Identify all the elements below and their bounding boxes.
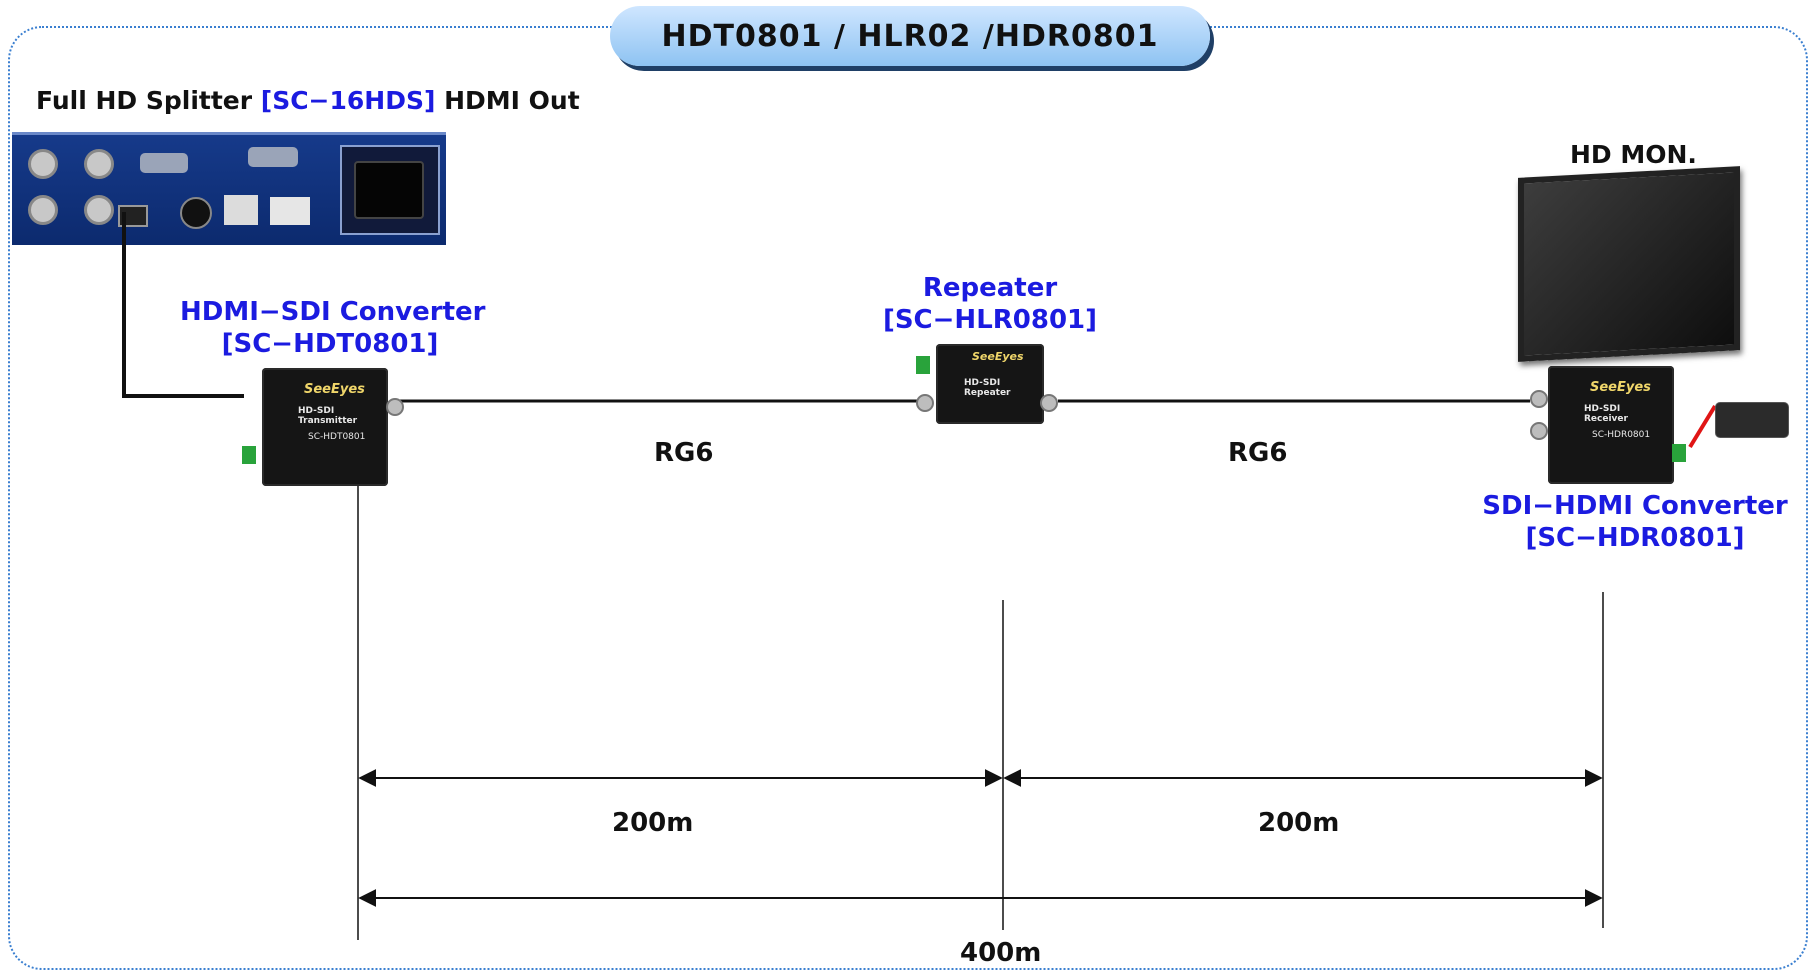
monitor-label: HD MON. [1570,140,1697,169]
transmitter-name: HDMI−SDI Converter [180,297,486,327]
power-adapter [1715,402,1789,438]
receiver-model: [SC−HDR0801] [1525,523,1745,553]
cable-label-1: RG6 [654,438,714,468]
splitter-label: Full HD Splitter [SC−16HDS] HDMI Out [36,86,580,115]
repeater-label: Repeater [SC−HLR0801] [840,272,1140,336]
distance-label-2: 200m [1258,808,1340,838]
receiver-name: SDI−HDMI Converter [1482,491,1788,521]
splitter-prefix: Full HD Splitter [36,86,261,115]
diagram-title: HDT0801 / HLR02 /HDR0801 [610,6,1210,66]
splitter-suffix: HDMI Out [435,86,580,115]
splitter-rear-panel [12,132,446,245]
distance-label-1: 200m [612,808,694,838]
hd-monitor [1518,166,1740,362]
transmitter-model: [SC−HDT0801] [221,329,439,359]
repeater-name: Repeater [922,273,1058,303]
splitter-model: [SC−16HDS] [260,86,436,115]
hdmi-cable [122,212,244,398]
transmitter-label: HDMI−SDI Converter [SC−HDT0801] [180,296,486,360]
distance-label-total: 400m [960,938,1042,968]
cable-label-2: RG6 [1228,438,1288,468]
power-cable [1688,404,1717,449]
receiver-label: SDI−HDMI Converter [SC−HDR0801] [1480,490,1790,554]
repeater-model: [SC−HLR0801] [882,305,1098,335]
